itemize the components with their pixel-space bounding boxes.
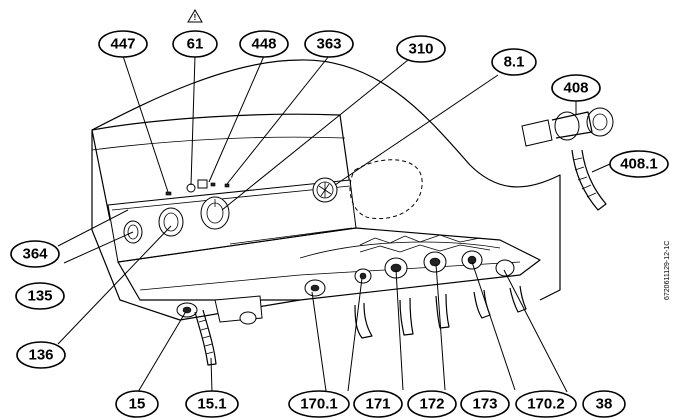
knob-right <box>200 196 230 230</box>
svg-text:!: ! <box>194 13 197 22</box>
callout-172: 172 <box>407 390 457 418</box>
siphon-hose <box>571 149 607 211</box>
svg-text:172: 172 <box>419 396 444 413</box>
reset-button <box>186 183 196 193</box>
svg-text:408: 408 <box>563 80 588 97</box>
boiler-drawing <box>91 59 614 366</box>
svg-text:448: 448 <box>251 36 276 53</box>
callout-408-1: 408.1 <box>609 150 669 178</box>
pipes <box>354 285 527 339</box>
svg-text:171: 171 <box>365 396 390 413</box>
callout-15-1: 15.1 <box>185 390 239 418</box>
warning-icon: ! <box>187 9 203 23</box>
svg-text:363: 363 <box>316 36 341 53</box>
callout-8-1: 8.1 <box>491 48 537 76</box>
svg-text:61: 61 <box>187 36 204 53</box>
indicator-led <box>165 191 172 196</box>
drain-hose <box>194 309 217 366</box>
svg-text:364: 364 <box>22 246 48 263</box>
callout-310: 310 <box>396 35 446 63</box>
callout-136: 136 <box>16 341 66 369</box>
svg-text:408.1: 408.1 <box>620 156 658 173</box>
svg-text:170.1: 170.1 <box>300 396 338 413</box>
valve-2 <box>354 268 372 284</box>
svg-text:15.1: 15.1 <box>197 396 226 413</box>
svg-text:8.1: 8.1 <box>504 54 525 71</box>
knob-middle <box>158 207 184 237</box>
callout-408: 408 <box>551 74 601 102</box>
siphon-assembly <box>521 107 614 147</box>
pressure-gauge <box>312 177 338 203</box>
svg-text:447: 447 <box>110 36 135 53</box>
callout-173: 173 <box>460 390 510 418</box>
svg-text:135: 135 <box>27 288 52 305</box>
callout-447: 447 <box>98 30 148 58</box>
svg-text:136: 136 <box>28 347 53 364</box>
valve-1 <box>304 279 326 297</box>
callout-170-2: 170.2 <box>515 390 577 418</box>
callout-38: 38 <box>582 390 626 418</box>
svg-text:170.2: 170.2 <box>527 396 565 413</box>
pump-assembly <box>176 295 263 325</box>
callout-135: 135 <box>15 282 65 310</box>
callout-171: 171 <box>353 390 403 418</box>
callout-61: 61 <box>172 30 218 58</box>
callouts: 447 61 448 363 310 8.1 408 408.1 <box>10 30 669 418</box>
svg-text:38: 38 <box>596 396 613 413</box>
drawing-code: 6720611129-12-1C <box>664 241 671 300</box>
valve-4 <box>423 251 447 273</box>
callout-363: 363 <box>304 30 354 58</box>
wiring <box>359 234 491 253</box>
valve-5 <box>461 250 483 270</box>
svg-text:310: 310 <box>408 41 433 58</box>
callout-170-1: 170.1 <box>288 390 350 418</box>
svg-text:15: 15 <box>129 396 146 413</box>
callout-448: 448 <box>239 30 289 58</box>
callout-364: 364 <box>10 240 60 268</box>
leader-lines <box>57 55 611 393</box>
valve-6 <box>495 259 515 277</box>
display-switch <box>197 179 208 189</box>
callout-15: 15 <box>115 390 159 418</box>
hydraulic-block <box>117 227 541 301</box>
svg-text:173: 173 <box>472 396 497 413</box>
removed-part-outline <box>349 159 423 220</box>
